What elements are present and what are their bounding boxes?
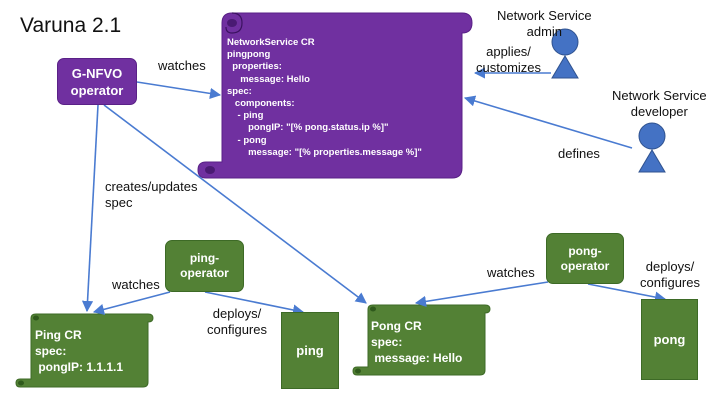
cr-line: NetworkService CR	[227, 37, 315, 48]
diagram-title: Varuna 2.1	[20, 14, 122, 37]
edge-label-watches-pong: watches	[487, 265, 535, 280]
pong-cr-line: Pong CR	[371, 319, 422, 333]
ping-cr-scroll	[15, 313, 154, 388]
developer-actor-label: Network Service developer	[612, 88, 707, 119]
cr-line: message: Hello	[227, 74, 310, 85]
edge-label-watches-gnfvo: watches	[158, 58, 206, 73]
ping-cr-line: spec:	[35, 344, 67, 358]
edge-label-creates-updates-spec: creates/updates spec	[105, 179, 198, 210]
pong-deployment-box: pong	[641, 299, 698, 380]
developer-actor-icon	[638, 122, 666, 173]
networkservice-cr-scroll	[197, 12, 473, 179]
cr-line: pongIP: "[% pong.status.ip %]"	[227, 122, 389, 133]
arrow-pong-operator-watches	[414, 281, 549, 307]
admin-actor-label: Network Service admin	[497, 8, 592, 39]
edge-label-defines: defines	[558, 146, 600, 161]
pong-cr-line: message: Hello	[371, 351, 463, 365]
edge-label-deploys-ping: deploys/ configures	[207, 306, 267, 337]
cr-line: - ping	[227, 110, 264, 121]
cr-line: components:	[227, 98, 295, 109]
pong-operator-node: pong- operator	[546, 233, 624, 284]
cr-line: pingpong	[227, 49, 271, 60]
arrow-developer-defines-cr	[463, 95, 633, 149]
arrow-gnfvo-creates-ping-cr	[81, 104, 99, 313]
ping-cr-line: Ping CR	[35, 328, 82, 342]
arrow-gnfvo-watches-cr	[136, 81, 222, 99]
cr-line: message: "[% properties.message %]"	[227, 147, 422, 158]
arrow-ping-operator-watches	[92, 291, 171, 315]
edge-label-deploys-pong: deploys/ configures	[640, 259, 700, 290]
pong-cr-line: spec:	[371, 335, 403, 349]
edge-label-applies-customizes: applies/ customizes	[476, 44, 542, 75]
pong-cr-scroll	[352, 304, 491, 376]
cr-line: properties:	[227, 61, 282, 72]
ping-deployment-box: ping	[281, 312, 339, 389]
arrow-pong-operator-deploys	[587, 283, 667, 303]
arrow-ping-operator-deploys	[204, 291, 305, 316]
ping-operator-node: ping- operator	[165, 240, 244, 292]
cr-line: - pong	[227, 135, 267, 146]
arrow-gnfvo-creates-pong-cr	[103, 104, 367, 304]
edge-label-watches-ping: watches	[112, 277, 160, 292]
gnfvo-operator-node: G-NFVO operator	[57, 58, 137, 105]
cr-line: spec:	[227, 86, 252, 97]
ping-cr-line: pongIP: 1.1.1.1	[35, 360, 124, 374]
admin-actor-icon	[551, 28, 579, 79]
